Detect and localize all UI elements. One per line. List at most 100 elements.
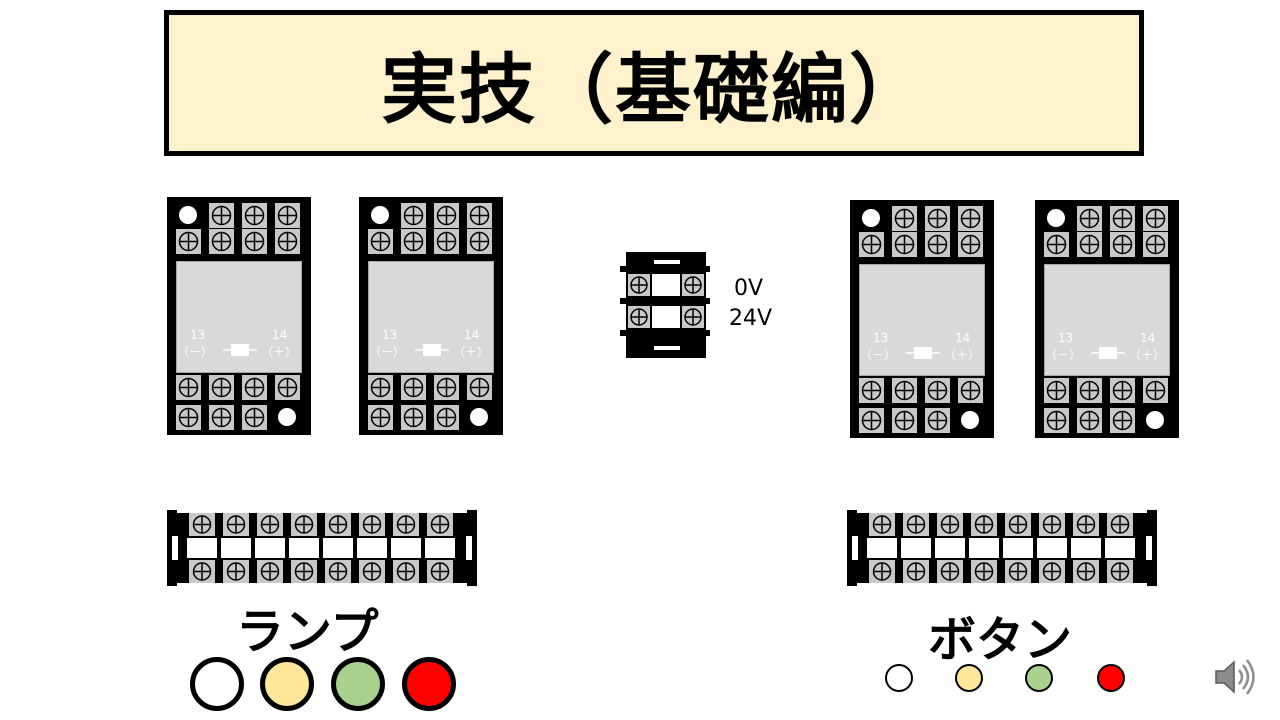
terminal-screw-icon[interactable] [1110,232,1135,257]
terminal-screw-icon [189,560,215,583]
terminal-screw-icon [869,513,895,536]
terminal-screw-icon[interactable] [434,229,459,254]
terminal-screw-icon [359,560,385,583]
button-red[interactable] [1097,664,1125,692]
button-white[interactable] [885,664,913,692]
relay-coil-window: 13（－）14（＋） [368,261,494,373]
terminal-screw-icon[interactable] [434,405,459,430]
terminal-screw-icon[interactable] [925,408,950,433]
terminal-screw-icon[interactable] [401,229,426,254]
terminal-screw-icon[interactable] [1110,408,1135,433]
lamp-white [190,657,244,711]
coil-polarity: （＋） [1129,348,1166,362]
relay-coil-window: 13 （－） 14 （＋） [859,264,985,376]
title-box: 実技（基礎編） [164,10,1144,156]
terminal-screw-icon[interactable] [434,375,459,400]
terminal-screw-icon[interactable] [242,203,267,228]
terminal-screw-icon[interactable] [1110,378,1135,403]
coil-polarity: （＋） [944,348,981,362]
coil-terminal-number: 14 [955,331,971,345]
terminal-screw-icon[interactable] [859,408,884,433]
terminal-screw-icon[interactable] [892,408,917,433]
terminal-screw-icon [628,306,650,328]
terminal-screw-icon[interactable] [1044,232,1069,257]
terminal-screw-icon[interactable] [209,229,234,254]
terminal-screw-icon [291,560,317,583]
terminal-screw-icon[interactable] [892,378,917,403]
terminal-screw-icon [628,274,650,296]
terminal-screw-icon[interactable] [1044,408,1069,433]
terminal-screw-icon [393,560,419,583]
terminal-screw-icon[interactable] [1143,378,1168,403]
button-green[interactable] [1025,664,1053,692]
terminal-screw-icon[interactable] [176,229,201,254]
mounting-hole [961,411,979,429]
terminal-screw-icon [1039,513,1065,536]
terminal-screw-icon [325,560,351,583]
terminal-screw-icon[interactable] [209,203,234,228]
coil-terminal-number: 13 [873,331,889,345]
terminal-screw-icon[interactable] [176,405,201,430]
terminal-screw-icon[interactable] [368,375,393,400]
terminal-screw-icon [223,560,249,583]
coil-polarity: （＋） [453,345,490,359]
terminal-screw-icon[interactable] [958,378,983,403]
terminal-screw-icon[interactable] [368,405,393,430]
terminal-screw-icon[interactable] [1143,232,1168,257]
label-24v: 24V [729,306,773,331]
coil-terminal-number: 14 [272,328,288,342]
coil-polarity: （－） [369,345,406,359]
terminal-screw-icon[interactable] [467,229,492,254]
terminal-screw-icon[interactable] [1143,206,1168,231]
speaker-icon[interactable] [1212,654,1258,700]
terminal-screw-icon[interactable] [859,232,884,257]
terminal-screw-icon[interactable] [925,232,950,257]
terminal-screw-icon [971,560,997,583]
terminal-screw-icon[interactable] [1110,206,1135,231]
terminal-screw-icon[interactable] [1077,206,1102,231]
terminal-screw-icon[interactable] [1044,378,1069,403]
terminal-screw-icon[interactable] [275,375,300,400]
terminal-screw-icon [393,513,419,536]
terminal-screw-icon[interactable] [958,206,983,231]
terminal-screw-icon [325,513,351,536]
terminal-screw-icon[interactable] [401,405,426,430]
terminal-screw-icon[interactable] [368,229,393,254]
terminal-screw-icon[interactable] [958,232,983,257]
terminal-block-buttons [847,510,1157,586]
coil-polarity: （－） [860,348,897,362]
terminal-screw-icon[interactable] [275,229,300,254]
terminal-screw-icon[interactable] [467,203,492,228]
terminal-screw-icon[interactable] [209,405,234,430]
terminal-screw-icon[interactable] [925,378,950,403]
terminal-screw-icon[interactable] [467,375,492,400]
terminal-screw-icon[interactable] [242,229,267,254]
terminal-screw-icon [682,274,704,296]
terminal-screw-icon [1005,513,1031,536]
terminal-screw-icon[interactable] [1077,232,1102,257]
relay-socket-3: 13 （－） 14 （＋） [850,200,994,438]
terminal-screw-icon[interactable] [1077,408,1102,433]
terminal-screw-icon[interactable] [242,375,267,400]
relay-coil-window: 13（－）14（＋） [176,261,302,373]
coil-symbol-icon [906,347,940,359]
terminal-screw-icon[interactable] [892,206,917,231]
terminal-screw-icon[interactable] [275,203,300,228]
terminal-screw-icon[interactable] [434,203,459,228]
terminal-screw-icon[interactable] [859,378,884,403]
terminal-screw-icon [291,513,317,536]
terminal-screw-icon [1039,560,1065,583]
mounting-hole [278,408,296,426]
terminal-screw-icon[interactable] [401,203,426,228]
terminal-screw-icon[interactable] [176,375,201,400]
button-yellow[interactable] [955,664,983,692]
terminal-screw-icon[interactable] [925,206,950,231]
terminal-screw-icon[interactable] [1077,378,1102,403]
mounting-hole [862,209,880,227]
terminal-screw-icon[interactable] [242,405,267,430]
terminal-screw-icon [257,513,283,536]
relay-socket-1: 13（－）14（＋） [167,197,311,435]
terminal-screw-icon[interactable] [892,232,917,257]
terminal-screw-icon[interactable] [401,375,426,400]
terminal-screw-icon[interactable] [209,375,234,400]
